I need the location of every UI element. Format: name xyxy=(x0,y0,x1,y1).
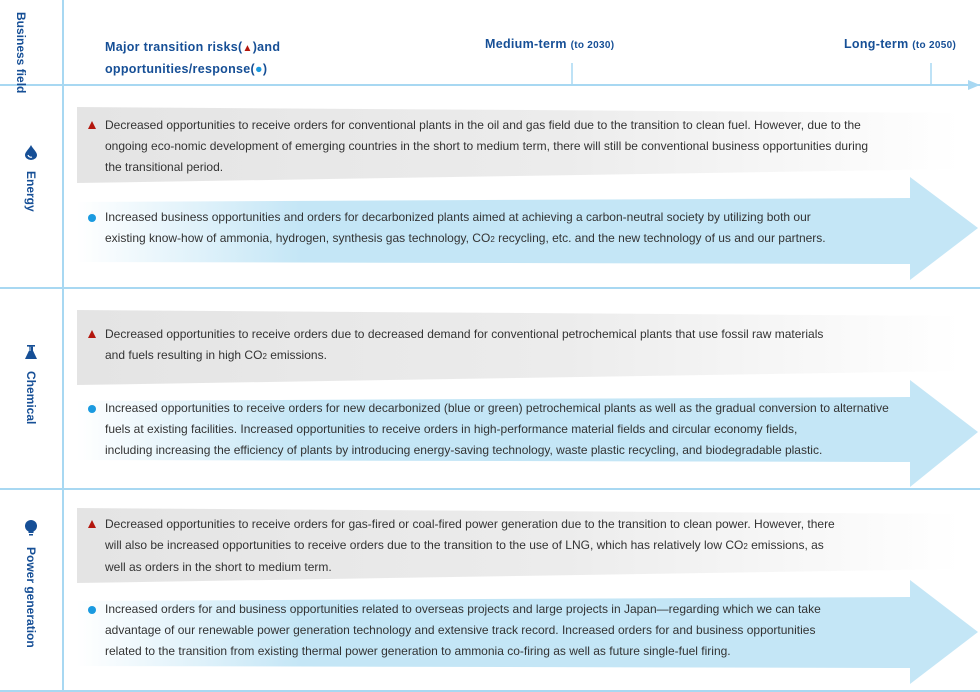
risk-item: Decreased opportunities to receive order… xyxy=(88,514,835,578)
risk-text-line: Decreased opportunities to receive order… xyxy=(105,118,861,132)
medium-term-label: Medium-term (to 2030) xyxy=(485,37,615,51)
opportunity-item: Increased orders for and business opport… xyxy=(88,599,821,662)
opportunity-dot-icon xyxy=(88,606,96,614)
opportunity-text-line: Increased opportunities to receive order… xyxy=(105,401,889,415)
opportunity-arrow xyxy=(77,380,978,487)
business-field-chemical: Chemical xyxy=(0,345,62,424)
flask-icon xyxy=(25,345,37,365)
opportunity-text-line: Increased orders for and business opport… xyxy=(105,602,821,616)
risk-text-line: ongoing eco-nomic development of emergin… xyxy=(105,139,869,153)
water-drop-icon xyxy=(25,145,37,165)
business-field-energy: Energy xyxy=(0,145,62,212)
field-label: Chemical xyxy=(24,371,38,425)
risk-text-line: and fuels resulting in high CO2 emission… xyxy=(105,348,327,362)
risk-band xyxy=(77,310,960,385)
opportunity-text-line: Increased business opportunities and ord… xyxy=(105,210,811,224)
risk-text-line: will also be increased opportunities to … xyxy=(105,538,824,552)
risk-band xyxy=(77,508,960,583)
risk-band xyxy=(77,107,960,183)
opportunity-text-line: including increasing the efficiency of p… xyxy=(105,443,823,457)
opportunity-text-line: advantage of our renewable power generat… xyxy=(105,623,816,637)
opportunity-item: Increased business opportunities and ord… xyxy=(88,207,826,250)
opportunity-arrow xyxy=(77,177,978,280)
risk-triangle-icon xyxy=(88,330,96,338)
field-label: Power generation xyxy=(24,547,38,648)
light-bulb-icon xyxy=(24,520,38,541)
risk-text-line: the transitional period. xyxy=(105,160,224,174)
opportunity-text-line: existing know-how of ammonia, hydrogen, … xyxy=(105,231,826,245)
opportunity-text-line: fuels at existing facilities. Increased … xyxy=(105,422,798,436)
opportunity-text-line: related to the transition from existing … xyxy=(105,644,731,658)
risks-header: Major transition risks(▲)and opportuniti… xyxy=(105,40,281,76)
row-divider xyxy=(0,488,980,490)
risk-text-line: well as orders in the short to medium te… xyxy=(105,560,332,574)
row-divider xyxy=(0,287,980,289)
business-field-header: Business field xyxy=(14,12,28,94)
opportunity-arrow xyxy=(77,580,978,684)
long-term-label: Long-term (to 2050) xyxy=(844,37,957,51)
row-divider xyxy=(0,690,980,692)
opportunity-dot-icon xyxy=(88,405,96,413)
opportunity-item: Increased opportunities to receive order… xyxy=(88,398,889,461)
risk-item: Decreased opportunities to receive order… xyxy=(88,115,868,178)
risk-triangle-icon xyxy=(88,121,96,129)
risk-item: Decreased opportunities to receive order… xyxy=(88,324,823,367)
risk-text-line: Decreased opportunities to receive order… xyxy=(105,517,835,531)
timeline-axis xyxy=(0,84,980,86)
business-field-power-generation: Power generation xyxy=(0,520,62,648)
risk-triangle-icon xyxy=(88,520,96,528)
column-divider xyxy=(62,0,64,692)
field-label: Energy xyxy=(24,171,38,212)
risk-text-line: Decreased opportunities to receive order… xyxy=(105,327,824,341)
opportunity-dot-icon xyxy=(88,214,96,222)
